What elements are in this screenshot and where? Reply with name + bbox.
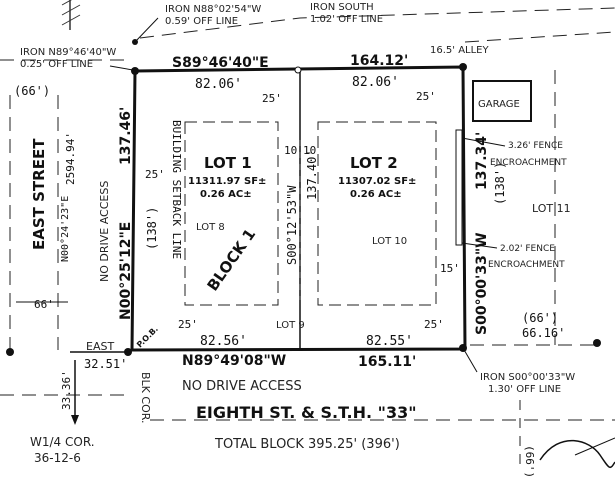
total-block: TOTAL BLOCK 395.25' (396') bbox=[214, 437, 400, 452]
north-bearing: S89°46'40"E bbox=[172, 55, 269, 71]
lot2-front: 82.06' bbox=[352, 75, 399, 90]
iron-ne-label: IRON N88°02'54"W bbox=[165, 4, 261, 15]
east-street-66: 66' bbox=[34, 298, 54, 311]
lot11-label: LOT 11 bbox=[532, 202, 571, 215]
west-no-drive: NO DRIVE ACCESS bbox=[98, 181, 111, 282]
iron-nw-dot bbox=[131, 67, 139, 75]
alley-label: 16.5' ALLEY bbox=[430, 45, 489, 56]
signature-stroke bbox=[574, 437, 615, 456]
pob-label: P.O.B. bbox=[135, 324, 160, 349]
east-street-bearing: N00°24'23"E bbox=[60, 196, 71, 262]
east-distance: 137.34' bbox=[474, 132, 490, 190]
corner-dist: 33.36' bbox=[60, 370, 73, 410]
iron-nw-label: IRON N89°46'40"W bbox=[20, 47, 116, 58]
alley-north-line bbox=[139, 7, 615, 39]
fence-strip bbox=[455, 129, 463, 246]
lot1-acres: 0.26 AC± bbox=[200, 189, 252, 200]
middle-bearing: S00°12'53"W bbox=[285, 185, 299, 265]
far-east-dot bbox=[593, 339, 601, 347]
iron-se-label: IRON S00°00'33"W bbox=[480, 372, 575, 383]
east-street-width: (66') bbox=[14, 84, 50, 98]
hatch-mark bbox=[61, 0, 81, 26]
right-rotated: (66') bbox=[523, 445, 536, 478]
east-street-name: EAST STREET bbox=[30, 138, 48, 250]
east-tie-label: EAST bbox=[86, 340, 114, 353]
lot2-back: 82.55' bbox=[366, 334, 413, 349]
leader-iron-se bbox=[462, 347, 478, 373]
setback-label: BUILDING SETBACK LINE bbox=[170, 120, 183, 259]
block-label: BLOCK 1 bbox=[204, 225, 260, 294]
corner-arrow bbox=[71, 415, 79, 425]
garage-label: GARAGE bbox=[478, 99, 520, 110]
west-bearing: N00°25'12"E bbox=[118, 222, 134, 320]
setback-front-r: 25' bbox=[416, 90, 436, 103]
east-tie-distance: 32.51' bbox=[84, 357, 127, 371]
garage-box bbox=[472, 80, 532, 122]
fence2-label: ENCROACHMENT bbox=[488, 260, 565, 270]
right-width: (66') bbox=[522, 311, 558, 325]
leader-iron-ne bbox=[134, 17, 159, 43]
south-no-drive: NO DRIVE ACCESS bbox=[182, 379, 302, 394]
east-record: (138') bbox=[493, 162, 507, 205]
lot1-front: 82.06' bbox=[195, 77, 242, 92]
leader-iron-nw bbox=[109, 65, 134, 71]
east-bearing: S00°00'33"W bbox=[474, 232, 490, 335]
lot1-back: 82.56' bbox=[200, 334, 247, 349]
corner-section: 36-12-6 bbox=[34, 451, 81, 465]
south-bearing: N89°49'08"W bbox=[182, 353, 286, 369]
fence2-dist: 2.02' FENCE bbox=[500, 244, 555, 254]
setback-front-l: 25' bbox=[262, 92, 282, 105]
corner-label: W1/4 COR. bbox=[30, 435, 95, 449]
fence-leader-2 bbox=[461, 242, 498, 249]
west-distance: 137.46' bbox=[118, 107, 134, 165]
alley-line-east bbox=[464, 31, 615, 43]
setback-east: 15' bbox=[440, 262, 460, 275]
middle-distance: 137.40' bbox=[305, 149, 319, 200]
lot8-label: LOT 8 bbox=[196, 222, 225, 233]
middle-top: 10 bbox=[284, 144, 297, 157]
iron-south-off: 1.02' OFF LINE bbox=[310, 14, 383, 25]
middle-top2: 10 bbox=[303, 144, 316, 157]
pin-mid-dot bbox=[294, 66, 302, 74]
lot1-name: LOT 1 bbox=[204, 154, 252, 172]
setback-rear-l: 25' bbox=[178, 318, 198, 331]
lot9-label: LOT 9 bbox=[276, 320, 305, 331]
north-distance: 164.12' bbox=[350, 53, 408, 69]
setback-side: 25' bbox=[145, 168, 165, 181]
south-street-name: EIGHTH ST. & S.T.H. "33" bbox=[196, 403, 417, 422]
blk-cor-label: BLK COR. bbox=[139, 372, 152, 423]
lot2-area: 11307.02 SF± bbox=[338, 176, 416, 187]
west-record: (138') bbox=[145, 207, 159, 250]
south-distance: 165.11' bbox=[358, 354, 416, 370]
lot2-name: LOT 2 bbox=[350, 154, 398, 172]
lot2-acres: 0.26 AC± bbox=[350, 189, 402, 200]
right-measured: 66.16' bbox=[522, 326, 565, 340]
lot2-setback-box bbox=[317, 121, 437, 306]
east-street-dot bbox=[6, 348, 14, 356]
east-street-distance: 2594.94' bbox=[64, 132, 77, 185]
signature bbox=[539, 439, 615, 469]
lot10-label: LOT 10 bbox=[372, 236, 407, 247]
iron-nw-off: 0.25' OFF LINE bbox=[20, 59, 93, 70]
fence-leader-1 bbox=[461, 137, 506, 147]
iron-ne-off: 0.59' OFF LINE bbox=[165, 16, 238, 27]
setback-rear-r: 25' bbox=[424, 318, 444, 331]
lot1-setback-box bbox=[184, 121, 279, 306]
iron-ne-dot bbox=[459, 63, 467, 71]
fence1-label: ENCROACHMENT bbox=[490, 158, 567, 168]
lot1-area: 11311.97 SF± bbox=[188, 176, 266, 187]
iron-south-label: IRON SOUTH bbox=[310, 2, 374, 13]
iron-se-off: 1.30' OFF LINE bbox=[488, 384, 561, 395]
fence1-dist: 3.26' FENCE bbox=[508, 141, 563, 151]
